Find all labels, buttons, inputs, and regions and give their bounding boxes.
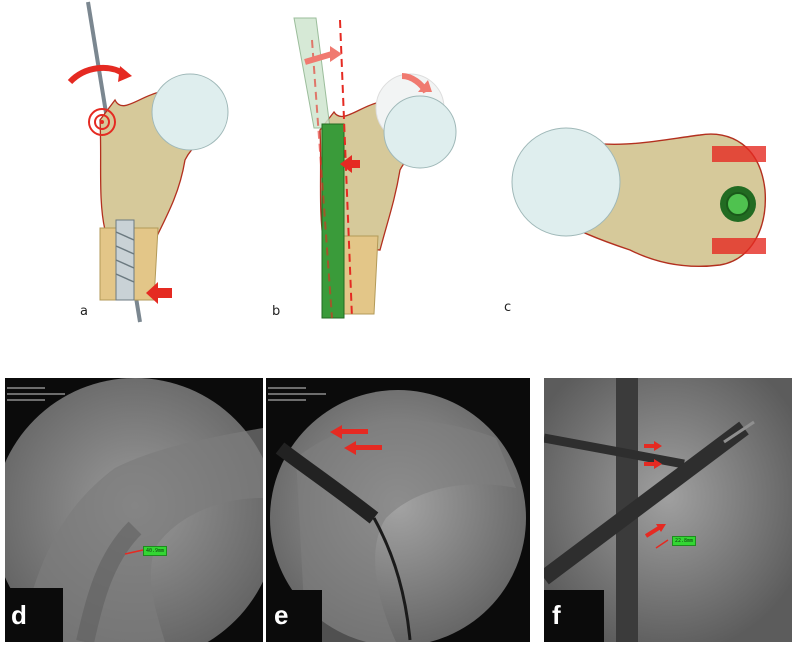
panel-f: 22.8mm f xyxy=(544,378,792,642)
measurement-tag: 22.8mm xyxy=(672,536,697,546)
femoral-head xyxy=(383,95,457,169)
panel-a: a xyxy=(60,0,260,330)
target-rings-icon xyxy=(88,108,116,136)
reamer-flutes xyxy=(115,231,135,283)
panel-b: b xyxy=(260,0,480,330)
fluoroscopy-d xyxy=(5,378,263,642)
illustration-c xyxy=(511,127,767,268)
nail-end-cap-inner xyxy=(726,192,750,216)
nail-proximal xyxy=(293,17,331,129)
illustration-a xyxy=(67,1,229,323)
rotation-arrow-head xyxy=(418,80,432,92)
push-arrow-icon xyxy=(344,441,382,455)
panel-label-a: a xyxy=(80,304,88,319)
panel-label-d: d xyxy=(11,600,27,630)
push-arrow-icon xyxy=(330,425,368,439)
panel-label-e: e xyxy=(274,600,289,630)
push-arrow-icon xyxy=(712,146,766,162)
panel-d: 40.9mm d xyxy=(5,378,263,642)
femoral-head xyxy=(511,127,621,237)
rotation-arrow-head xyxy=(118,66,132,82)
fluoroscopy-f xyxy=(544,378,792,642)
push-arrow-icon xyxy=(340,155,360,173)
rotation-arrow-head xyxy=(330,46,342,62)
push-arrow-icon xyxy=(644,524,666,538)
fluoroscopy-e xyxy=(266,387,526,642)
illustration-b xyxy=(293,17,457,319)
panel-c: c xyxy=(480,100,798,330)
rotation-arrow-icon xyxy=(67,64,126,85)
rotation-arrow-icon xyxy=(304,51,333,65)
panel-label-f: f xyxy=(552,600,561,630)
reamer xyxy=(115,219,135,301)
femoral-head xyxy=(151,73,229,151)
panel-e: e xyxy=(266,378,530,642)
intramedullary-nail xyxy=(321,123,345,319)
push-arrow-icon xyxy=(712,238,766,254)
axis-line xyxy=(339,19,353,319)
push-arrow-icon xyxy=(644,441,662,451)
push-arrow-icon xyxy=(644,459,662,469)
panel-label-c: c xyxy=(504,300,512,315)
push-arrow-icon xyxy=(146,282,172,304)
axis-line xyxy=(311,39,333,319)
panel-label-b: b xyxy=(272,304,281,319)
measurement-tag: 40.9mm xyxy=(143,546,168,556)
